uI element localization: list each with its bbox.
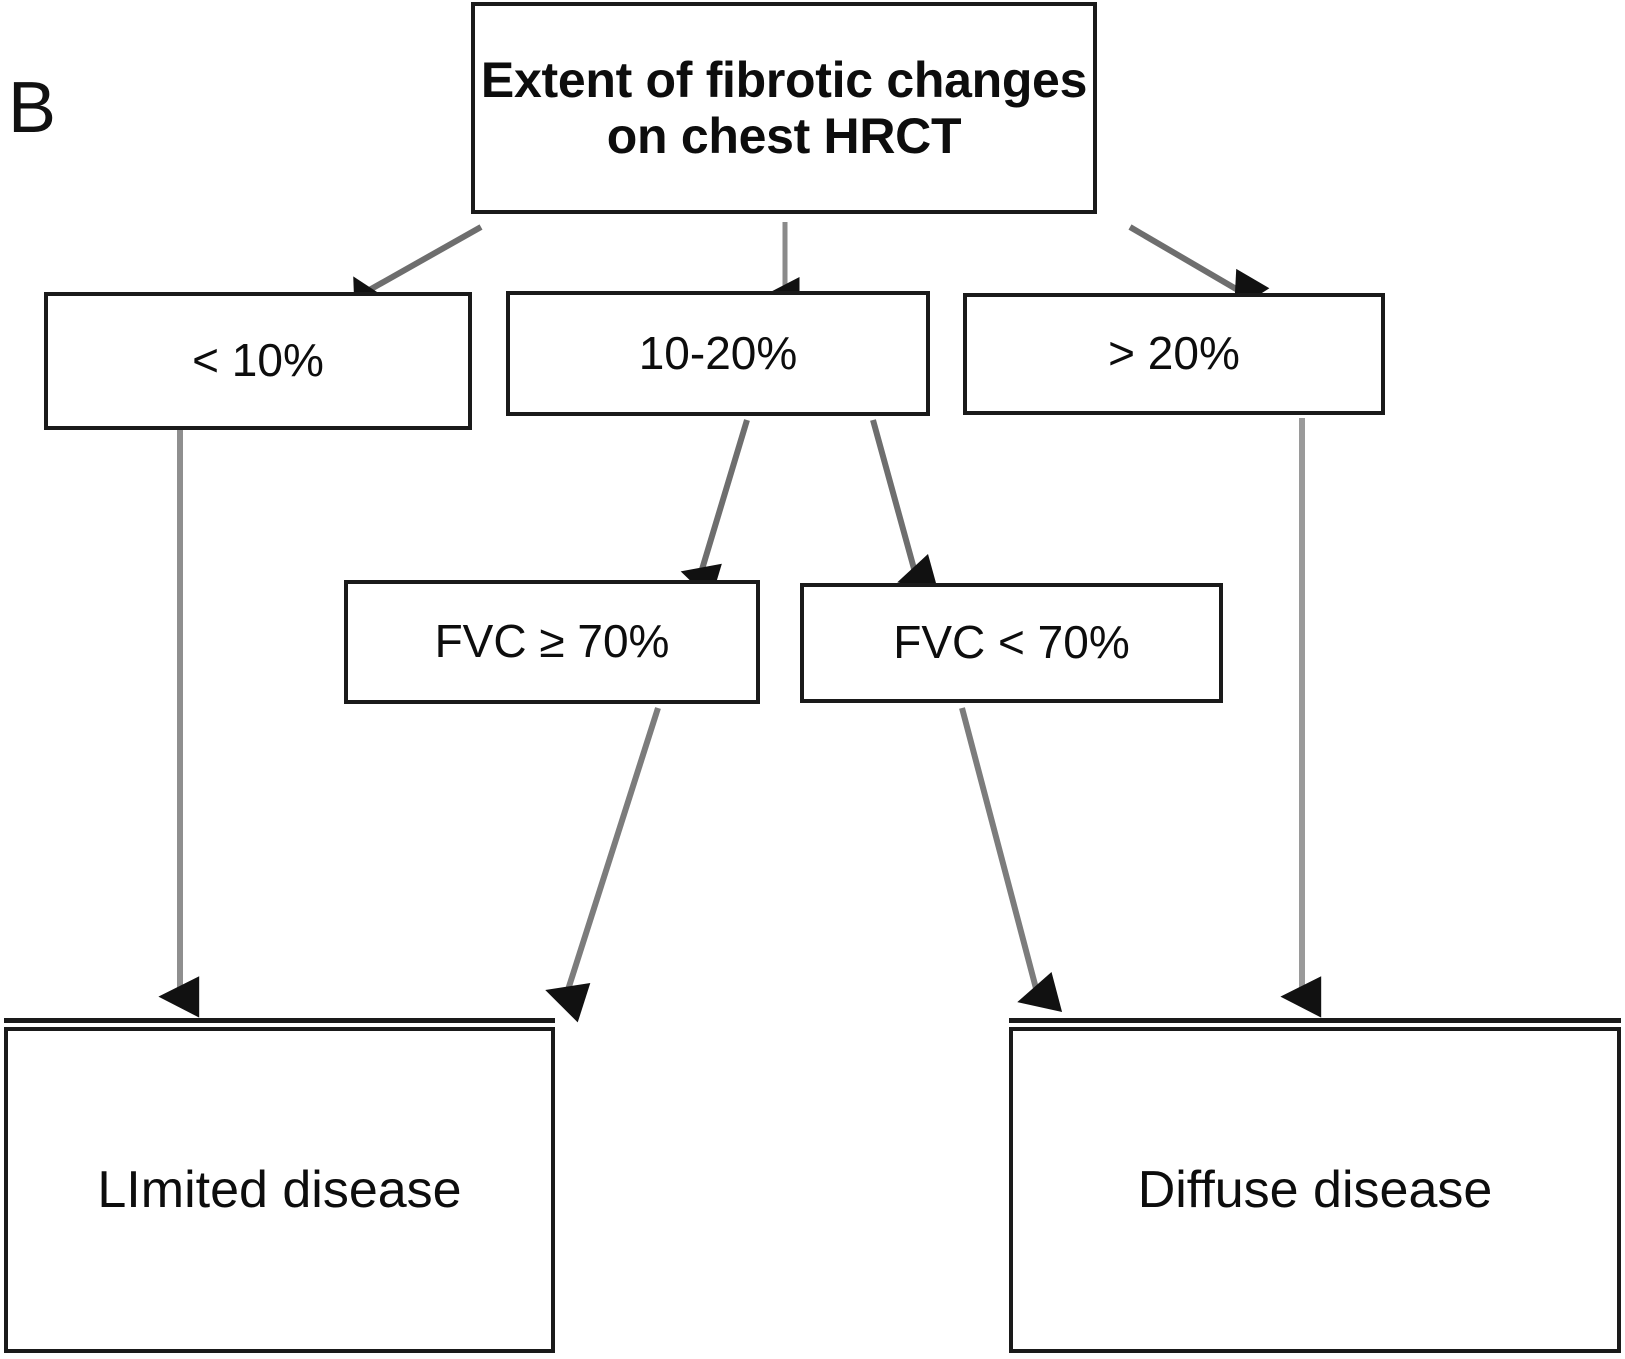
- node-root-label: Extent of fibrotic changes on chest HRCT: [480, 52, 1088, 164]
- node-extent-greater-than-20-percent[interactable]: > 20%: [963, 293, 1385, 415]
- node-fvc-less-than-70[interactable]: FVC < 70%: [800, 583, 1223, 703]
- edge-root-to-lt10: [353, 224, 483, 319]
- edge-root-to-gt20: [1128, 224, 1270, 311]
- edge-fvclt-to-diffuse: [959, 707, 1063, 1012]
- edge-10to20-to-fvclt: [870, 419, 939, 592]
- node-extent-less-than-10-percent[interactable]: < 10%: [44, 292, 472, 430]
- edge-fvcge-to-limited: [545, 707, 661, 1023]
- node-10to20-label: 10-20%: [638, 326, 798, 379]
- node-lt10-label: < 10%: [192, 334, 324, 387]
- node-limited-label: LImited disease: [97, 1160, 462, 1219]
- node-fvc-ge-label: FVC ≥ 70%: [434, 615, 670, 668]
- node-extent-of-fibrotic-changes[interactable]: Extent of fibrotic changes on chest HRCT: [471, 2, 1097, 214]
- node-outcome-diffuse-disease[interactable]: Diffuse disease: [1009, 1018, 1621, 1353]
- edge-10to20-to-fvcge: [680, 419, 750, 601]
- node-extent-10-to-20-percent[interactable]: 10-20%: [506, 291, 930, 416]
- node-outcome-limited-disease[interactable]: LImited disease: [4, 1018, 555, 1353]
- panel-letter: B: [8, 68, 57, 148]
- node-fvc-lt-label: FVC < 70%: [893, 616, 1130, 669]
- node-fvc-greater-equal-70[interactable]: FVC ≥ 70%: [344, 580, 760, 704]
- node-diffuse-label: Diffuse disease: [1137, 1160, 1493, 1219]
- node-gt20-label: > 20%: [1108, 327, 1240, 380]
